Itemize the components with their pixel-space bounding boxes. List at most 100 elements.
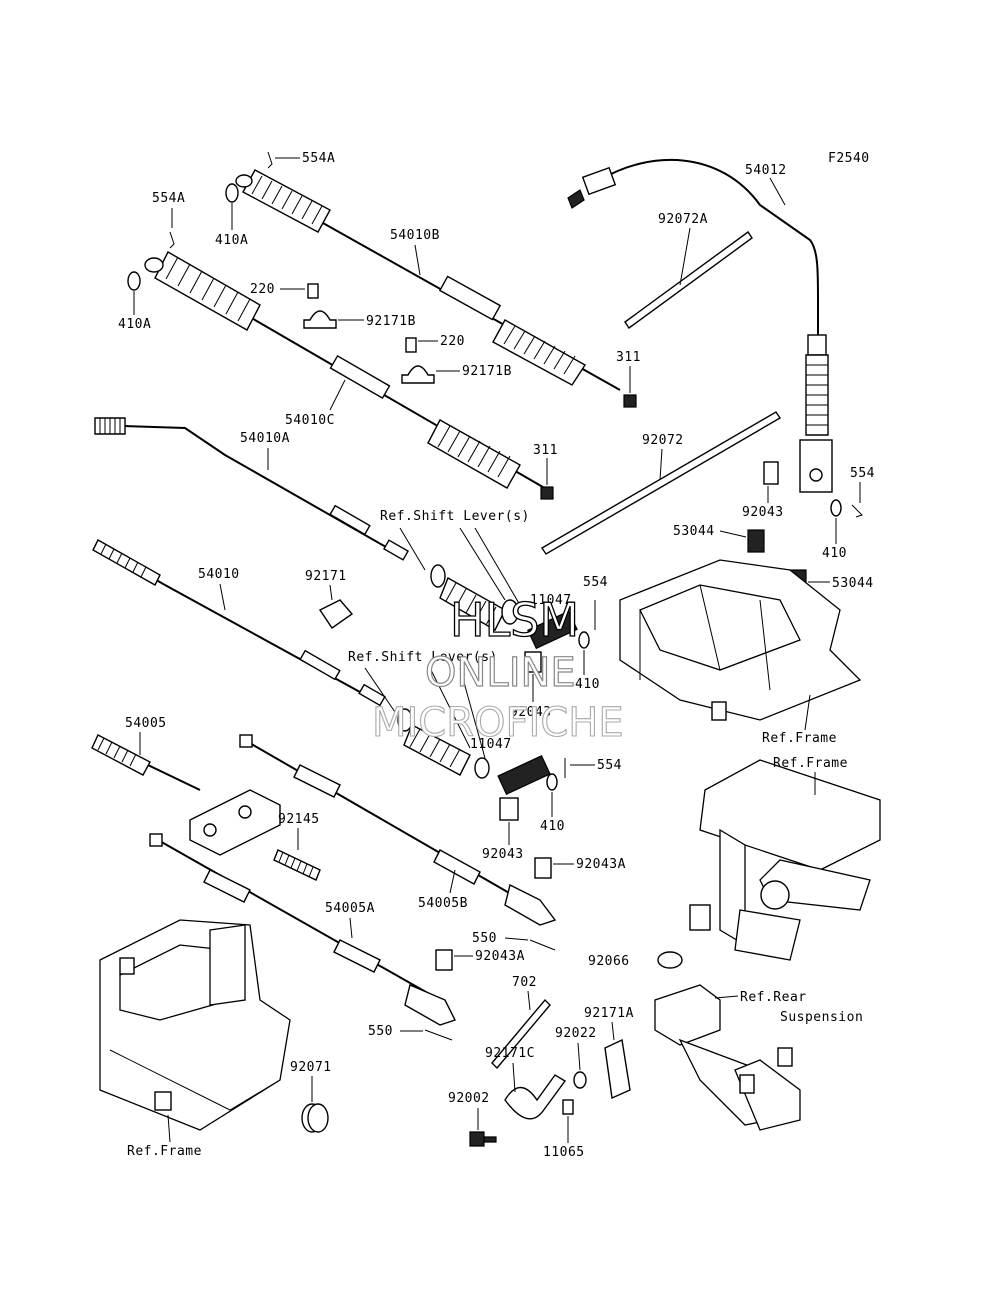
washer-410 [830, 499, 842, 517]
label-54010C: 54010C [285, 413, 335, 428]
label-220-1: 220 [250, 282, 275, 297]
label-11065: 11065 [543, 1145, 585, 1160]
ref-rear-2: Suspension [780, 1010, 863, 1025]
label-554-1: 554 [850, 466, 875, 481]
label-92171A: 92171A [584, 1006, 634, 1021]
watermark: HLSM ONLINE MICROFICHE [371, 592, 624, 746]
label-54010A: 54010A [240, 431, 290, 446]
label-410-2: 410 [575, 677, 600, 692]
cotter-pin-554A-2 [169, 231, 175, 249]
cotter-pin-550 [529, 939, 556, 951]
label-92022: 92022 [555, 1026, 597, 1041]
label-54005B: 54005B [418, 896, 468, 911]
label-92043-3: 92043 [482, 847, 524, 862]
cotter-pin-554 [851, 504, 863, 518]
label-54010: 54010 [198, 567, 240, 582]
label-92145: 92145 [278, 812, 320, 827]
cable-54010C [144, 251, 549, 491]
spring-92145 [273, 849, 321, 881]
label-53044-1: 53044 [673, 524, 715, 539]
label-92171: 92171 [305, 569, 347, 584]
tie-band-92072 [541, 411, 781, 555]
bolt-92002 [469, 1131, 497, 1147]
frame-right-middle [689, 759, 881, 961]
cable-54012 [567, 159, 833, 493]
label-53044-2: 53044 [832, 576, 874, 591]
ref-rear-1: Ref.Rear [740, 990, 807, 1005]
watermark-line-1: HLSM [450, 593, 579, 647]
label-11047-1: 11047 [530, 593, 572, 608]
label-92066: 92066 [588, 954, 630, 969]
label-92072: 92072 [642, 433, 684, 448]
label-311-2: 311 [533, 443, 558, 458]
washer-92022 [573, 1071, 587, 1089]
shift-lever-assembly-2 [397, 708, 551, 796]
label-92171C: 92171C [485, 1046, 535, 1061]
label-554-3: 554 [597, 758, 622, 773]
rod-702 [491, 998, 551, 1070]
ref-frame-2: Ref.Frame [773, 756, 848, 771]
cable-54010B [235, 169, 621, 391]
grommet-92066 [657, 951, 683, 969]
label-220-2: 220 [440, 334, 465, 349]
label-92002: 92002 [448, 1091, 490, 1106]
label-54005A: 54005A [325, 901, 375, 916]
shift-lever-assembly-1 [430, 564, 578, 650]
label-410-3: 410 [540, 819, 565, 834]
label-550-1: 550 [472, 931, 497, 946]
clamp-92171C [504, 1074, 567, 1120]
cable-54005A [149, 833, 456, 1026]
label-554-2: 554 [583, 575, 608, 590]
label-92043A-1: 92043A [576, 857, 626, 872]
label-554A-1: 554A [302, 151, 335, 166]
ref-frame-3: Ref.Frame [127, 1144, 202, 1159]
cushion-53044 [747, 529, 765, 553]
bolt-220-2 [405, 337, 417, 353]
label-54005: 54005 [125, 716, 167, 731]
figure-code: F2540 [828, 151, 870, 166]
tie-band-92072A [624, 231, 753, 329]
label-410-1: 410 [822, 546, 847, 561]
label-92043A-2: 92043A [475, 949, 525, 964]
clamp-92171A [604, 1038, 631, 1100]
cotter-pin-550-2 [424, 1029, 453, 1041]
label-410A-2: 410A [118, 317, 151, 332]
label-92071: 92071 [290, 1060, 332, 1075]
label-311-1: 311 [616, 350, 641, 365]
label-11047-2: 11047 [470, 737, 512, 752]
spacer-11065 [562, 1099, 574, 1115]
frame-upper-right [619, 559, 862, 721]
washer-410A [225, 183, 239, 203]
pin-92043A-2 [435, 949, 453, 971]
rear-suspension [654, 984, 801, 1131]
label-92171B-2: 92171B [462, 364, 512, 379]
ref-shift-lever-2: Ref.Shift Lever(s) [348, 650, 498, 665]
watermark-line-3: MICROFICHE [372, 700, 624, 746]
label-54012: 54012 [745, 163, 787, 178]
label-92072A: 92072A [658, 212, 708, 227]
clamp-92171B [303, 310, 337, 329]
pin-92043-2 [524, 651, 542, 673]
label-92043-2: 92043 [510, 705, 552, 720]
label-410A-1: 410A [215, 233, 248, 248]
watermark-line-2: ONLINE [425, 650, 576, 696]
washer-410A-2 [127, 271, 141, 291]
pin-92043 [763, 461, 779, 485]
washer-410-3 [546, 773, 558, 791]
cable-54010A [94, 417, 409, 561]
grommet-92071 [301, 1103, 329, 1133]
pin-92043A [534, 857, 552, 879]
label-92171B-1: 92171B [366, 314, 416, 329]
label-702: 702 [512, 975, 537, 990]
nut-311 [623, 394, 637, 408]
cable-54005B [239, 734, 557, 926]
washer-410-2 [578, 631, 590, 649]
cable-54005 [91, 734, 281, 856]
clamp-92171B-2 [401, 365, 435, 384]
frame-lower-left [99, 919, 291, 1131]
ref-frame-1: Ref.Frame [762, 731, 837, 746]
cotter-pin-554A [267, 151, 273, 169]
ref-shift-lever-1: Ref.Shift Lever(s) [380, 509, 530, 524]
pin-92043-3 [499, 797, 519, 821]
